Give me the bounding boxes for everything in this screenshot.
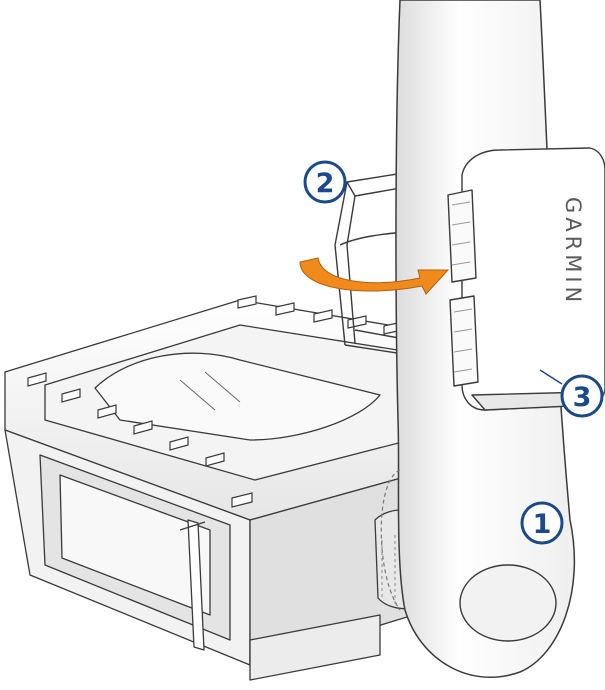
arm-edge-detail [380,469,401,611]
pedal-studs-front [27,372,253,508]
crank-bolt-boss [459,564,557,642]
sensor-brand-text: GARMIN [561,197,585,306]
pedal [4,299,431,681]
callout-2: 2 [303,160,347,204]
callout-3: 3 [539,369,604,418]
callout-1: 1 [520,501,564,545]
callout-3-number: 3 [573,382,592,413]
cadence-sensor [447,147,605,411]
callout-1-number: 1 [533,509,552,540]
callout-2-number: 2 [316,168,335,199]
curved-arrow-icon [299,257,450,295]
